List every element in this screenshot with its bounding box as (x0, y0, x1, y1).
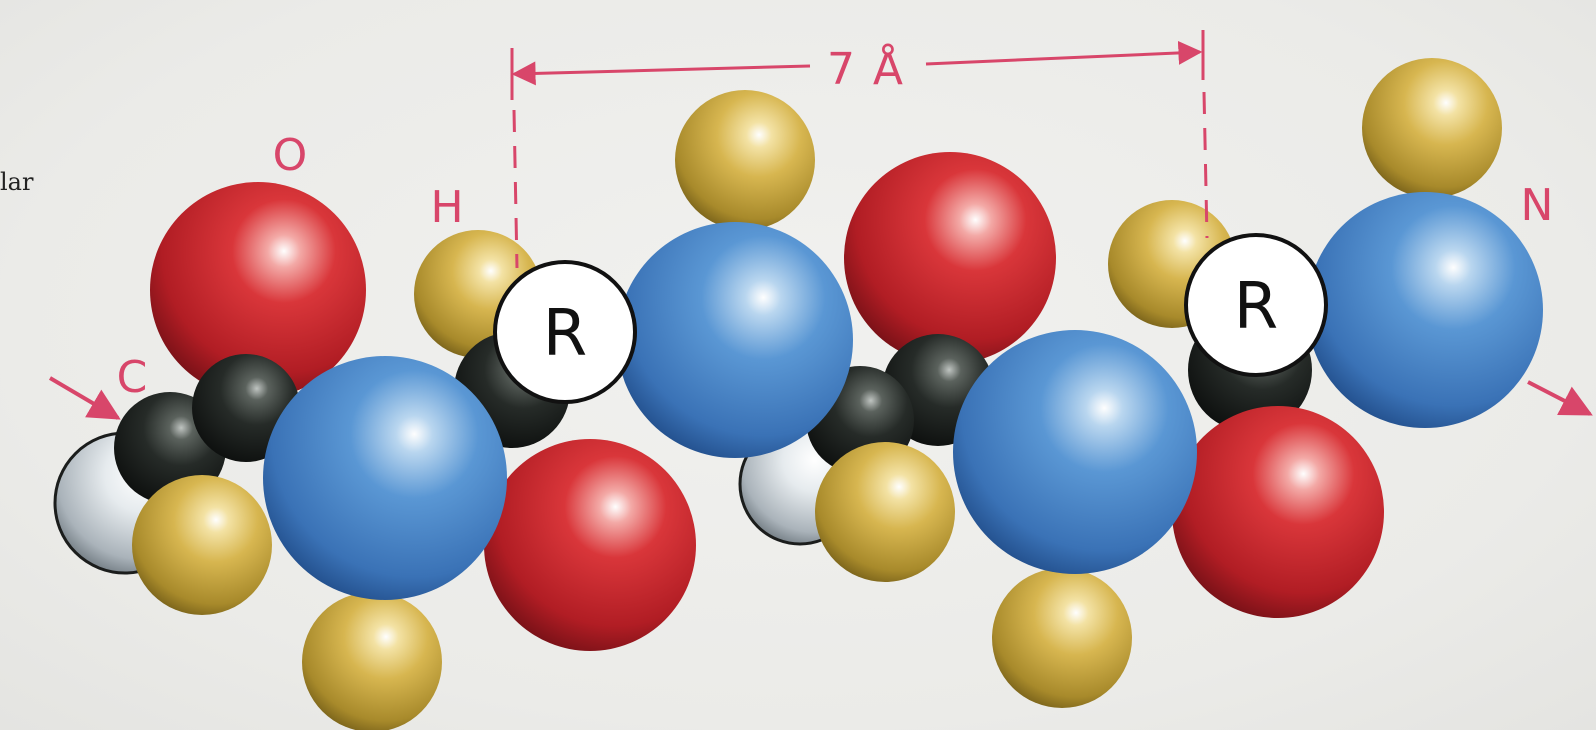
nitrogen-atom-right (1307, 192, 1543, 428)
oxygen-atom-lower-left (484, 439, 696, 651)
atom-label-hydrogen: H (430, 182, 463, 233)
dimension-arrow-right (925, 40, 1203, 66)
chain-arrow-in-left (48, 376, 121, 420)
hydrogen-atom-bottom-right-lower (992, 568, 1132, 708)
hydrogen-atom-bottom-center (815, 442, 955, 582)
dimension-arrow-left (511, 61, 811, 86)
nitrogen-atom-left (263, 356, 507, 600)
hydrogen-atom-bottom-left (132, 475, 272, 615)
atom-label-carbon: C (117, 352, 148, 403)
chain-arrow-out-right (1527, 380, 1593, 416)
r-group-label-right: R (1234, 270, 1278, 344)
r-group-left: R (493, 260, 637, 404)
oxygen-atom-left (150, 182, 366, 398)
hydrogen-atom-top-right (1362, 58, 1502, 198)
dimension-marker: 7 Å (510, 30, 1209, 269)
nitrogen-atom-upper-center (617, 222, 853, 458)
r-group-right: R (1184, 233, 1328, 377)
side-text-fragment: lar (0, 168, 34, 196)
dimension-guide-right (1202, 91, 1209, 239)
atom-label-nitrogen: N (1521, 180, 1554, 231)
atom-label-oxygen: O (273, 130, 308, 181)
dimension-guide-left (512, 109, 519, 269)
oxygen-atom-center (844, 152, 1056, 364)
oxygen-atom-lower-right (1172, 406, 1384, 618)
r-group-label-left: R (543, 297, 587, 371)
dimension-label: 7 Å (827, 42, 905, 95)
hydrogen-atom-top-center (675, 90, 815, 230)
nitrogen-atom-lower-center (953, 330, 1197, 574)
hydrogen-atom-bottom-left-lower (302, 592, 442, 730)
